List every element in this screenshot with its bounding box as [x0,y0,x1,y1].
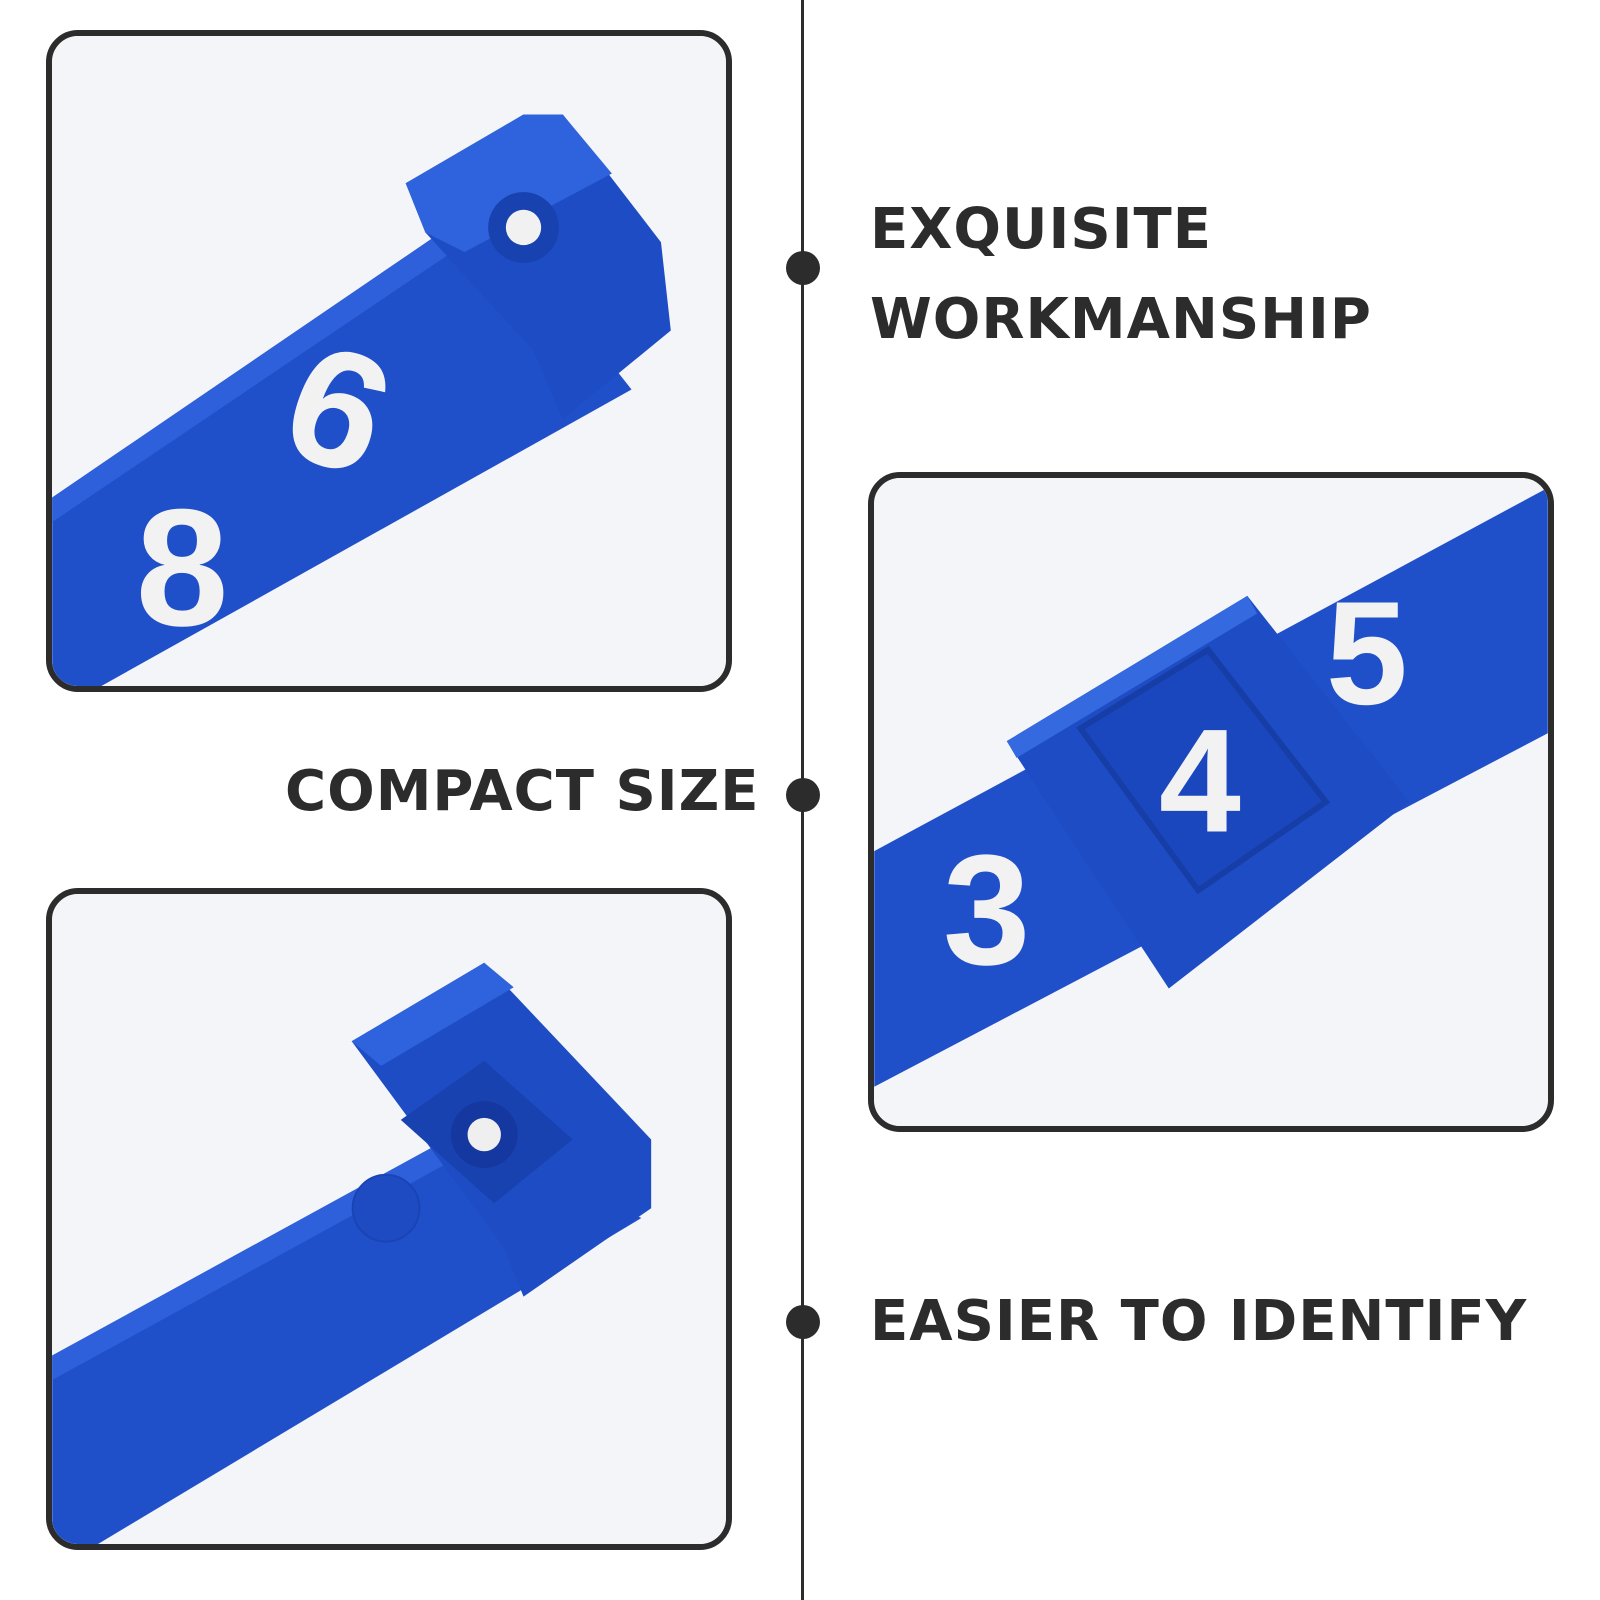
hole [505,209,542,246]
feature-label-workmanship-line2: WORKMANSHIP [870,287,1372,352]
tag-clip-illustration [52,894,726,1544]
photo-tag-end-with-hole: 9 8 [46,30,732,692]
tag-digit-eight: 8 [136,475,229,661]
bullet-dot-compact [786,778,820,812]
bullet-dot-identify [786,1305,820,1339]
photo-tag-clip-closeup [46,888,732,1550]
number-window [1076,645,1331,895]
strap-band [52,202,632,686]
bullet-dot-workmanship [786,251,820,285]
tag-digit-four: 4 [1159,699,1241,863]
feature-label-identify: EASIER TO IDENTIFY [870,1289,1528,1354]
tag-digit-three: 3 [943,823,1030,998]
feature-label-compact: COMPACT SIZE [285,759,760,824]
hole [467,1117,501,1152]
tag-end-illustration: 9 8 [52,36,726,686]
feature-label-workmanship-line1: EXQUISITE [870,197,1212,262]
tag-digit-five: 5 [1326,572,1408,736]
tag-window-illustration: 4 3 5 [874,478,1548,1126]
photo-tag-number-window: 4 3 5 [868,472,1554,1132]
